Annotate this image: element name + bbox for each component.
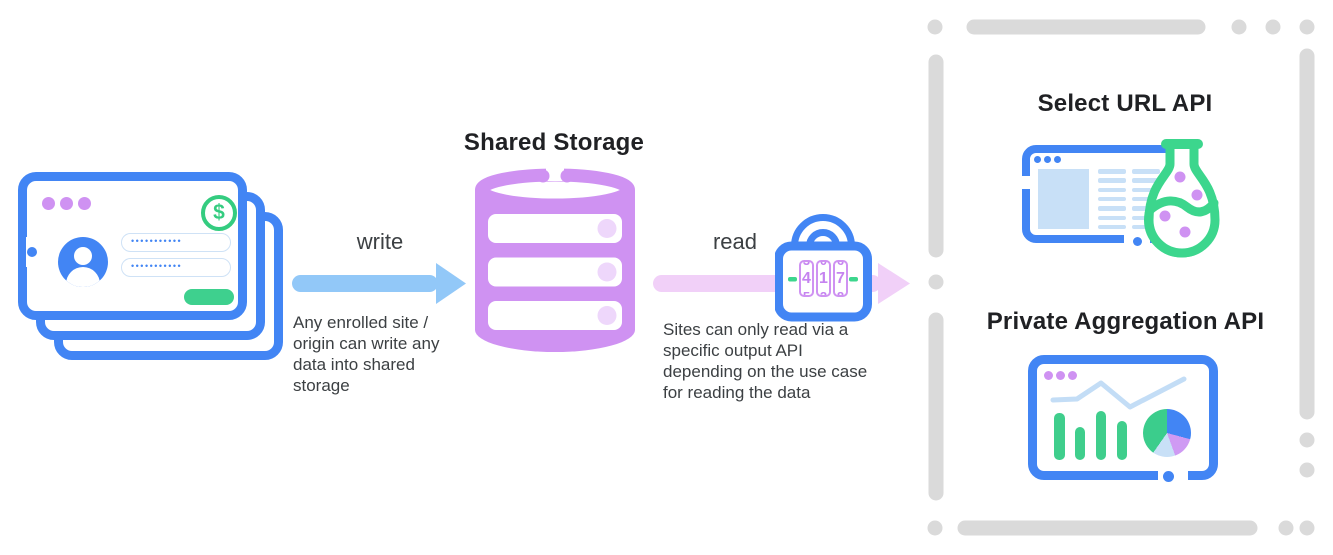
private-aggregation-api-title: Private Aggregation API (986, 308, 1265, 335)
window-dot-icon (42, 197, 55, 210)
browser-card-front: $ ••••••••••• ••••••••••• (18, 172, 247, 320)
bar-chart-bar (1117, 421, 1127, 460)
dollar-glyph: $ (213, 201, 225, 224)
dollar-icon: $ (201, 195, 237, 231)
flask-icon (1144, 139, 1220, 258)
bar-chart-bar (1096, 411, 1106, 460)
select-url-api-icon (1015, 130, 1245, 260)
bar-chart-bar (1075, 427, 1085, 460)
password-field-2: ••••••••••• (121, 258, 231, 277)
read-label: read (712, 229, 758, 254)
password-field-1: ••••••••••• (121, 233, 231, 252)
write-label: write (356, 229, 404, 254)
database-icon (475, 166, 635, 352)
content-block (1038, 169, 1089, 229)
output-apis-dashed-border (927, 19, 1315, 536)
line-chart-icon (1050, 376, 1187, 410)
write-description: Any enrolled site / origin can write any… (293, 313, 440, 395)
bar-chart-bar (1054, 413, 1065, 460)
window-dot-icon (78, 197, 91, 210)
password-dots: ••••••••••• (131, 236, 183, 246)
submit-button-shape (184, 289, 234, 305)
dial-column: 6 7 8 (833, 260, 848, 297)
window-dot-icon (60, 197, 73, 210)
write-arrow-icon (292, 263, 466, 304)
lock-icon: 3 4 5 0 1 2 6 7 8 (775, 200, 875, 322)
read-description: Sites can only read via a specific outpu… (663, 320, 868, 402)
user-avatar-icon (58, 237, 108, 287)
dial-column: 3 4 5 (799, 260, 814, 297)
private-aggregation-api-icon (1028, 355, 1218, 482)
lock-dial: 3 4 5 0 1 2 6 7 8 (799, 260, 848, 297)
dial-column: 0 1 2 (816, 260, 831, 297)
password-dots: ••••••••••• (131, 261, 183, 271)
select-url-api-title: Select URL API (1037, 90, 1213, 117)
border-notch-dot (27, 247, 37, 257)
pie-chart-icon (1143, 409, 1191, 457)
shared-storage-title: Shared Storage (463, 129, 645, 156)
